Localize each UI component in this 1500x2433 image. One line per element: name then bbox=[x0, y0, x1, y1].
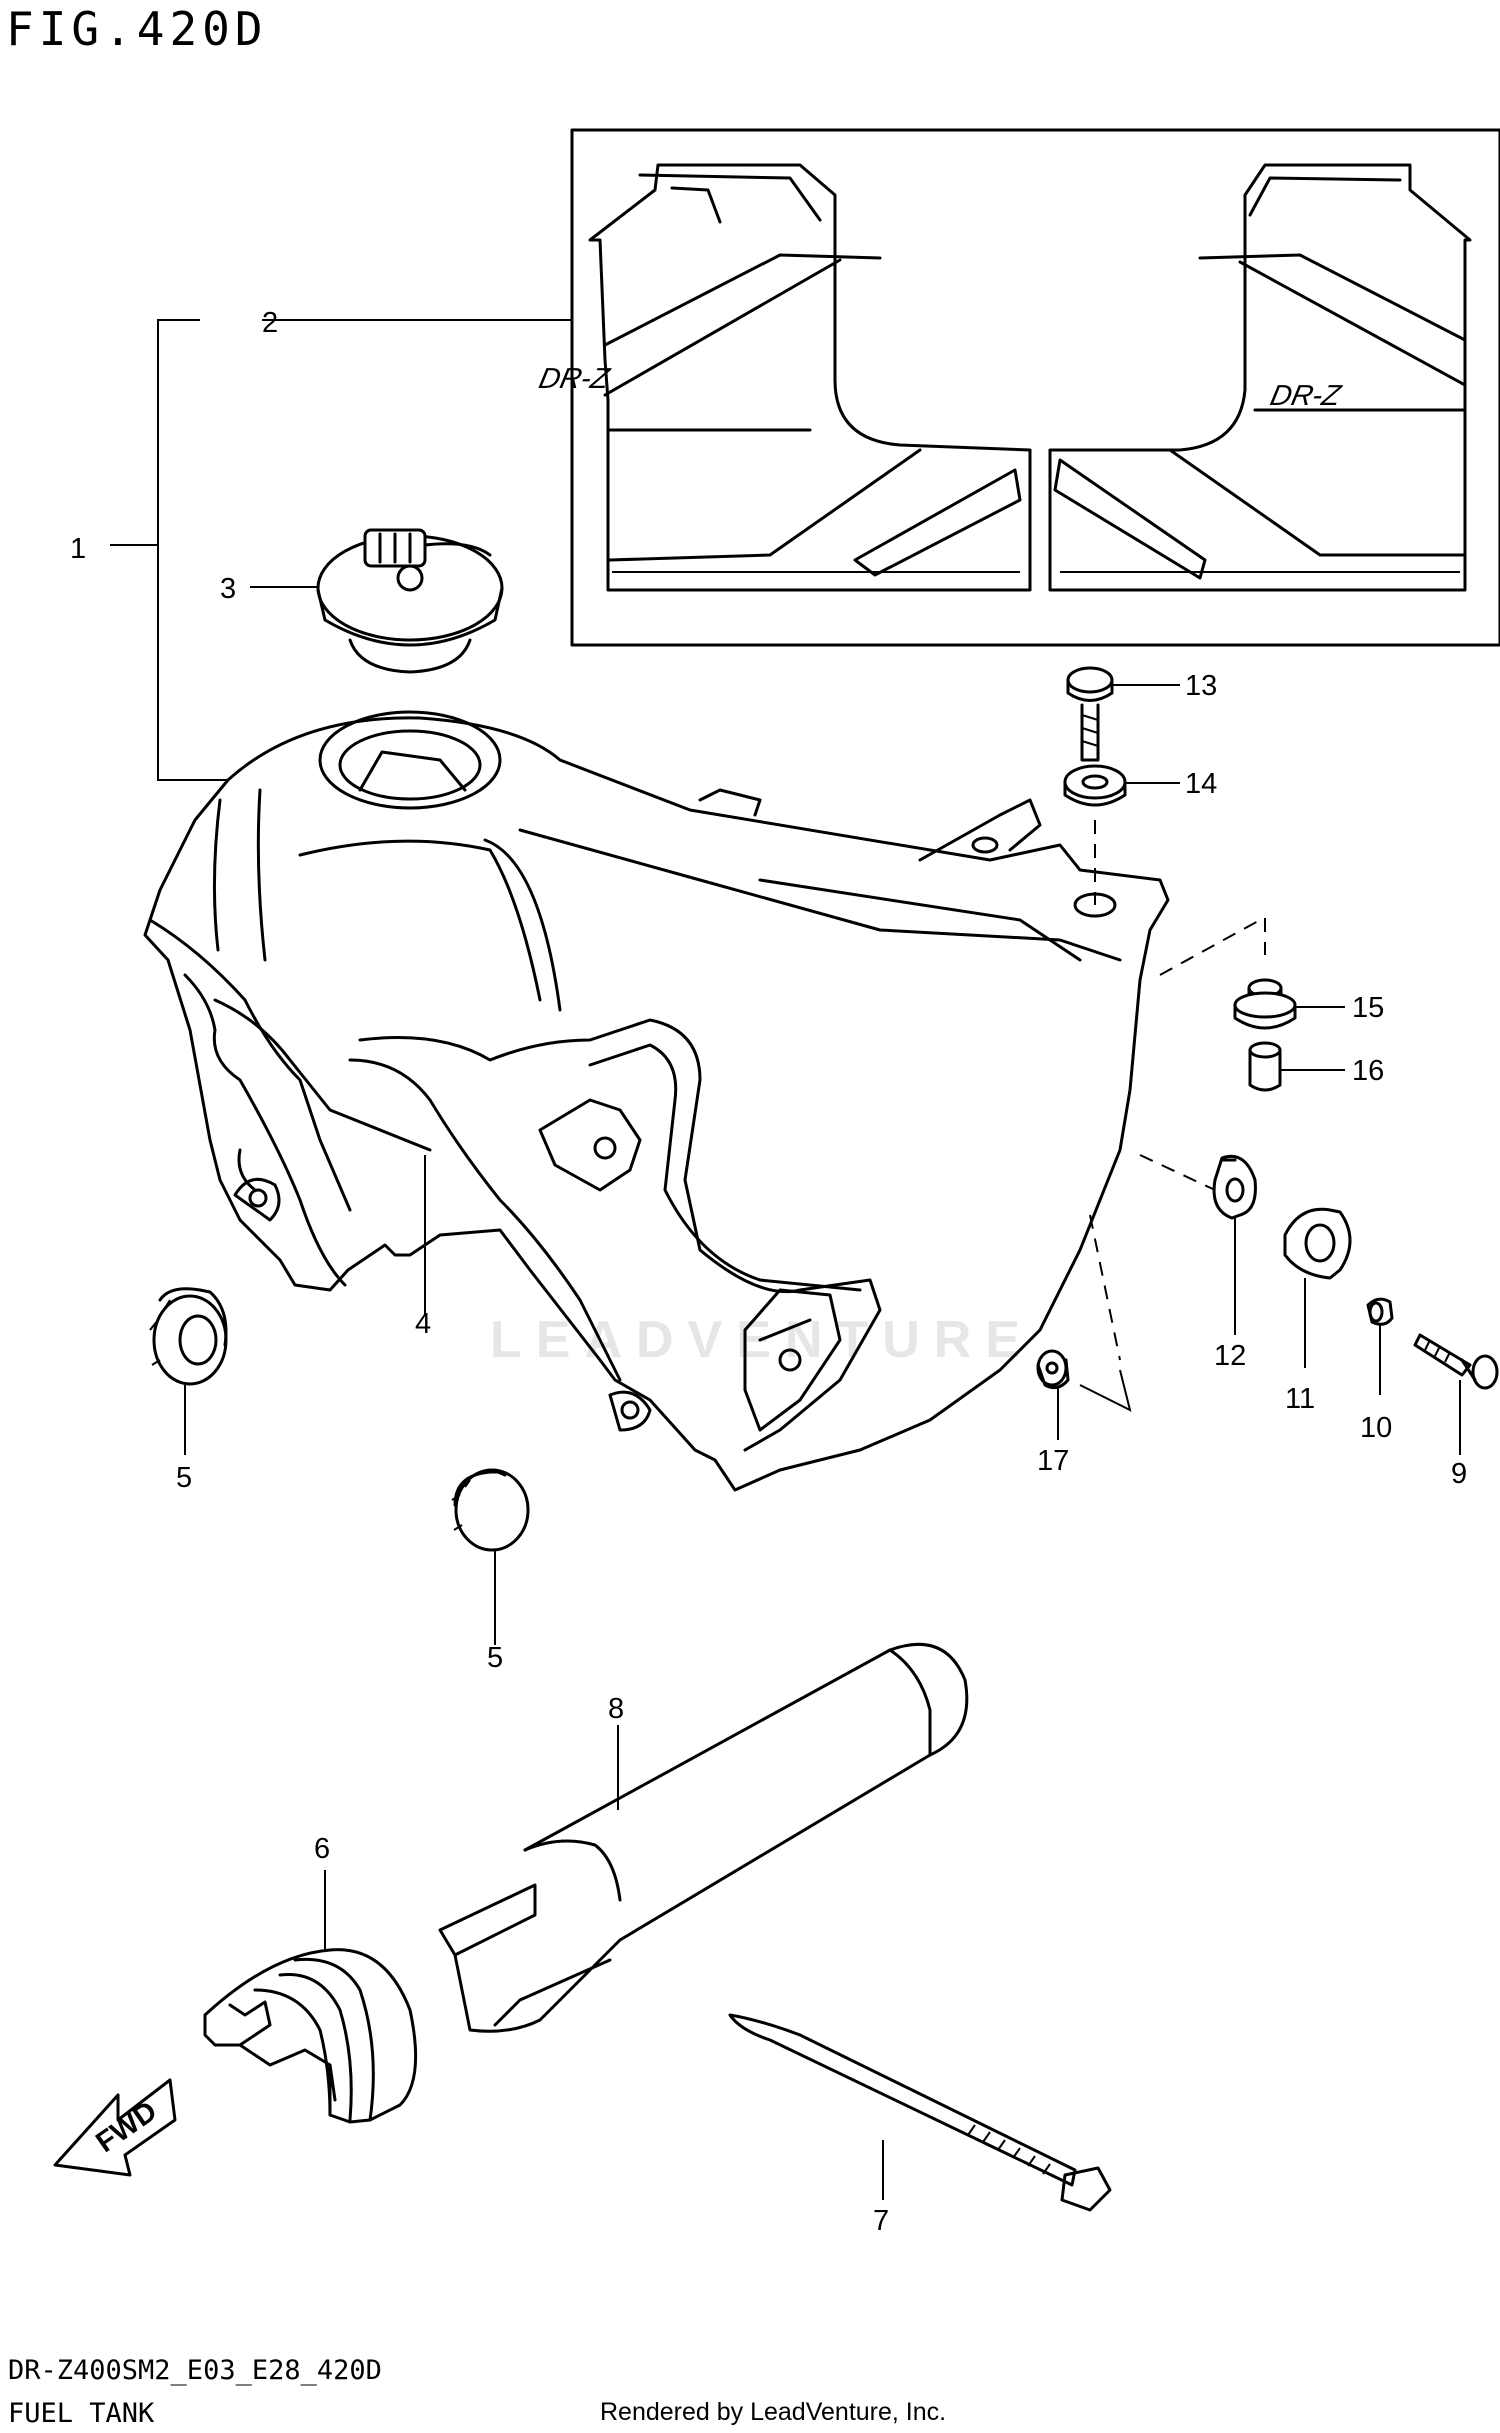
protector-6 bbox=[203, 1948, 418, 2124]
grommet-14 bbox=[1063, 764, 1127, 807]
callout-5-center: 5 bbox=[487, 1642, 503, 1674]
dash-line-15 bbox=[1159, 918, 1266, 976]
callout-1: 1 bbox=[70, 533, 86, 565]
callout-16: 16 bbox=[1352, 1055, 1384, 1087]
collar-16 bbox=[1248, 1041, 1282, 1092]
fuel-tank-body bbox=[143, 710, 1170, 1492]
callout-9: 9 bbox=[1451, 1458, 1467, 1490]
decal-set-box: DR-Z DR-Z bbox=[536, 128, 1500, 647]
callout-11: 11 bbox=[1285, 1383, 1315, 1415]
decal-right: DR-Z bbox=[1048, 163, 1472, 592]
decal-left: DR-Z bbox=[536, 163, 1032, 592]
rubber-cushion-15 bbox=[1233, 978, 1297, 1030]
dash-line-17 bbox=[1089, 1214, 1121, 1361]
callout-4: 4 bbox=[415, 1308, 431, 1340]
callout-14: 14 bbox=[1185, 768, 1217, 800]
figure-title: FIG.420D bbox=[6, 2, 268, 56]
bolt-9 bbox=[1413, 1333, 1499, 1390]
callout-6: 6 bbox=[314, 1833, 330, 1865]
callout-15: 15 bbox=[1352, 992, 1384, 1024]
callout-12: 12 bbox=[1214, 1340, 1246, 1372]
forward-arrow: FWD bbox=[53, 2078, 177, 2177]
forward-arrow-label: FWD bbox=[90, 2095, 162, 2159]
rubber-cap-5-center bbox=[451, 1468, 530, 1552]
model-code: DR-Z400SM2_E03_E28_420D bbox=[8, 2355, 382, 2386]
callout-17: 17 bbox=[1037, 1445, 1069, 1477]
callout-5-left: 5 bbox=[176, 1462, 192, 1494]
cushion-12 bbox=[1212, 1154, 1257, 1220]
cable-tie-7 bbox=[728, 2013, 1112, 2212]
callout-13: 13 bbox=[1185, 670, 1217, 702]
nut-17 bbox=[1036, 1349, 1070, 1390]
fuel-cap bbox=[316, 528, 504, 674]
callout-3: 3 bbox=[220, 573, 236, 605]
cushion-11 bbox=[1283, 1207, 1352, 1280]
decal-left-logo: DR-Z bbox=[536, 362, 613, 395]
bracket-17 bbox=[1079, 1369, 1132, 1412]
render-credit: Rendered by LeadVenture, Inc. bbox=[600, 2398, 947, 2426]
assembly-bracket bbox=[110, 319, 572, 781]
section-name: FUEL TANK bbox=[8, 2398, 155, 2429]
collar-10 bbox=[1366, 1297, 1394, 1326]
rubber-cap-5-left bbox=[149, 1287, 228, 1386]
callout-8: 8 bbox=[608, 1693, 624, 1725]
callout-7: 7 bbox=[873, 2205, 889, 2237]
bolt-13 bbox=[1066, 666, 1114, 762]
callout-2: 2 bbox=[262, 307, 278, 339]
decal-right-logo: DR-Z bbox=[1267, 379, 1344, 412]
heat-protector-8 bbox=[438, 1642, 969, 2033]
callout-10: 10 bbox=[1360, 1412, 1392, 1444]
dash-line-12 bbox=[1139, 1154, 1216, 1191]
